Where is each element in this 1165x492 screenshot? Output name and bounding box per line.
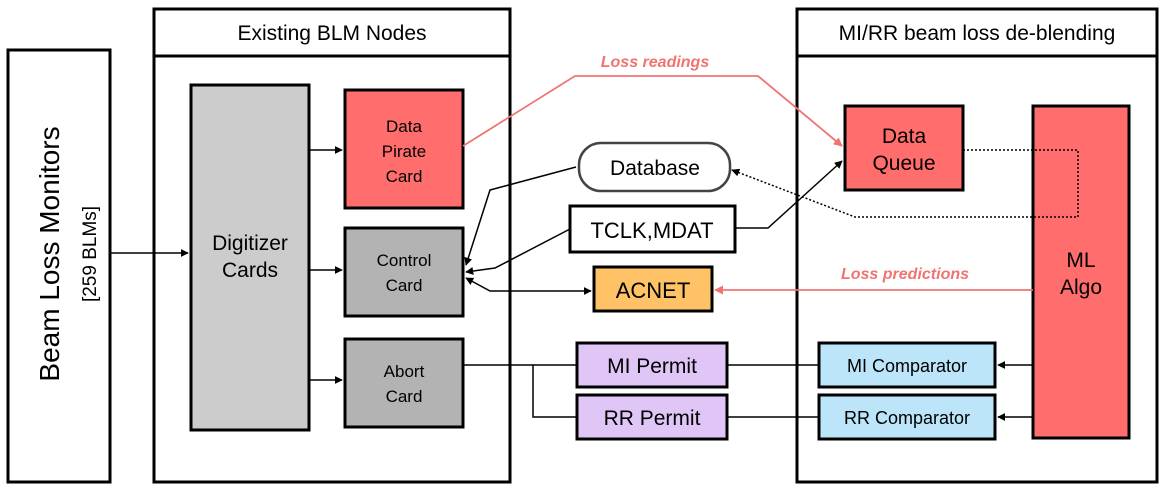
rr-permit-box: RR Permit — [575, 393, 729, 441]
tclk-to-data-queue-arrow — [735, 160, 843, 229]
control-label-1: Control — [377, 251, 432, 270]
rr-comparator-label: RR Comparator — [844, 408, 970, 428]
rr-permit-label: RR Permit — [604, 407, 701, 430]
loss-readings-label: Loss readings — [601, 54, 710, 71]
existing-nodes-title: Existing BLM Nodes — [237, 22, 426, 45]
data-queue-box: Data Queue — [843, 104, 965, 192]
blm-title: Beam Loss Monitors — [34, 126, 65, 381]
digitizer-label-1: Digitizer — [212, 232, 288, 255]
control-card-box: Control Card — [343, 226, 465, 318]
database-box: Database — [577, 141, 732, 193]
digitizer-cards-box: Digitizer Cards — [189, 83, 311, 432]
data-pirate-card-box: Data Pirate Card — [343, 88, 465, 210]
data-queue-label-2: Queue — [872, 152, 935, 175]
abort-label-2: Card — [386, 387, 423, 406]
connectors — [110, 146, 1079, 421]
control-label-2: Card — [386, 276, 423, 295]
ml-algo-label-2: Algo — [1060, 276, 1102, 299]
deblending-title: MI/RR beam loss de-blending — [839, 22, 1116, 45]
acnet-label: ACNET — [616, 278, 691, 303]
data-queue-label-1: Data — [882, 125, 927, 148]
abort-permit-line — [463, 364, 577, 418]
blm-subtitle: [259 BLMs] — [80, 206, 101, 302]
database-to-control-arrow — [464, 166, 577, 266]
mi-permit-label: MI Permit — [607, 355, 697, 378]
data-pirate-label-2: Pirate — [382, 142, 426, 161]
queue-ml-database-dotted — [731, 149, 1079, 218]
beam-loss-monitors-block: Beam Loss Monitors [259 BLMs] — [6, 48, 112, 484]
data-pirate-label-1: Data — [386, 117, 422, 136]
ml-algo-label-1: ML — [1066, 249, 1095, 272]
tclk-to-control-arrow — [465, 228, 571, 275]
abort-card-box: Abort Card — [343, 337, 465, 429]
control-acnet-arrow — [465, 277, 592, 295]
mi-comparator-box: MI Comparator — [817, 341, 997, 389]
rr-comparator-box: RR Comparator — [817, 393, 997, 441]
data-pirate-label-3: Card — [386, 167, 423, 186]
database-label: Database — [610, 157, 700, 180]
acnet-box: ACNET — [592, 265, 714, 313]
loss-predictions-label: Loss predictions — [841, 266, 969, 283]
mi-comparator-label: MI Comparator — [847, 356, 967, 376]
abort-label-1: Abort — [384, 362, 425, 381]
ml-algo-box: ML Algo — [1031, 104, 1131, 440]
red-connectors — [462, 75, 1033, 295]
digitizer-label-2: Cards — [222, 259, 278, 282]
mi-permit-box: MI Permit — [575, 341, 729, 389]
tclk-mdat-label: TCLK,MDAT — [590, 218, 713, 243]
tclk-mdat-box: TCLK,MDAT — [568, 204, 737, 254]
loss-readings-arrow — [462, 75, 843, 147]
